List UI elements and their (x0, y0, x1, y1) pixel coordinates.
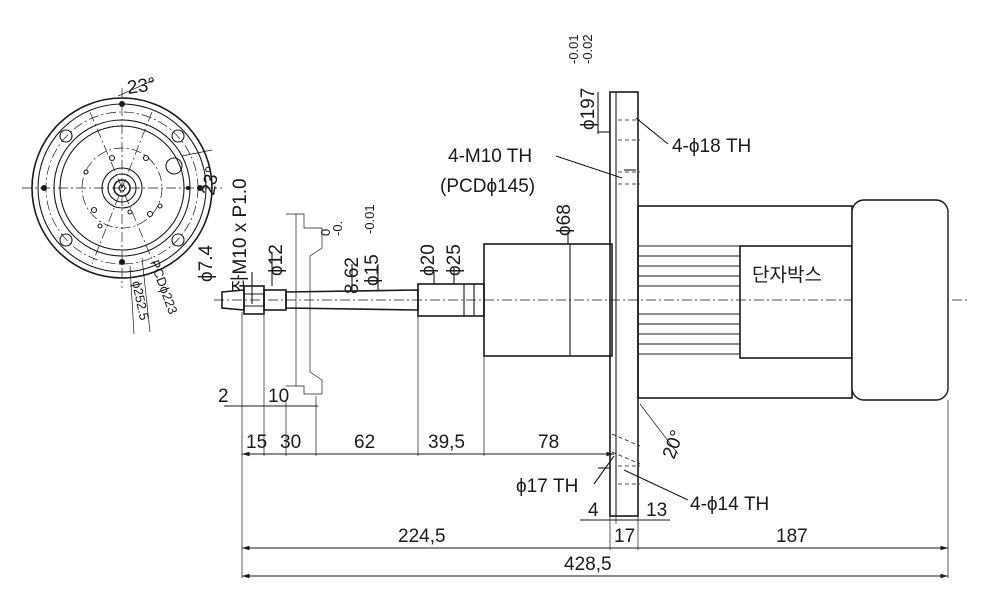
dim-2: 2 (218, 386, 229, 407)
dia-25: ϕ25 (444, 244, 465, 276)
dia-8-62-upper: 0 (318, 229, 333, 236)
dia-197-upper: -0.01 (566, 34, 581, 64)
dim-4: 4 (588, 500, 599, 521)
dia-15: ϕ15 (362, 254, 383, 286)
dia-12: ϕ12 (266, 244, 287, 276)
dim-15: 15 (246, 432, 267, 453)
dim-30: 30 (280, 432, 301, 453)
terminal-box-label: 단자박스 (752, 264, 822, 286)
front-view: 23° 23° PCDϕ223 ϕ252.5 (22, 74, 224, 335)
dim-10: 10 (268, 386, 289, 407)
dim-224-5: 224,5 (398, 526, 446, 547)
holes-top-label: 4-ϕ18 TH (672, 136, 751, 157)
motor-fins (638, 245, 740, 355)
front-angle-right: 23° (198, 165, 224, 197)
front-pcd-label: PCDϕ223 (147, 258, 180, 316)
callouts: 4-ϕ18 TH 4-M10 TH (PCDϕ145) ϕ17 TH 4-ϕ14… (440, 117, 769, 515)
dim-17: 17 (614, 526, 635, 547)
dia-20: ϕ20 (418, 244, 439, 276)
dim-13: 13 (646, 500, 667, 521)
flange-angle-label: 20° (659, 428, 689, 462)
diameter-labels: ϕ7.4 좌M10 x P1.0 ϕ12 8.62 0 -0. ϕ15 -0.0… (196, 34, 599, 304)
through-hole-label: ϕ17 TH (516, 476, 578, 497)
holes-bottom-label: 4-ϕ14 TH (690, 494, 769, 515)
dia-7-4: ϕ7.4 (196, 245, 217, 282)
side-view: 단자박스 (214, 91, 970, 517)
dim-78: 78 (538, 432, 559, 453)
thread-pcd-label: (PCDϕ145) (440, 176, 535, 197)
dim-62: 62 (354, 432, 375, 453)
dim-428-5: 428,5 (564, 554, 612, 575)
front-outer-dia-label: ϕ252.5 (129, 280, 152, 322)
thread-spec: 좌M10 x P1.0 (229, 178, 251, 292)
dia-197-lower: -0.02 (580, 34, 595, 64)
dia-197: ϕ197 (578, 88, 599, 130)
dia-15-tol: -0.01 (362, 204, 377, 234)
dia-68: ϕ68 (554, 204, 575, 236)
dia-8-62-lower: -0. (330, 221, 345, 236)
front-angle-top: 23° (126, 74, 157, 99)
dia-8-62: 8.62 (342, 257, 363, 294)
dim-39-5: 39,5 (428, 432, 465, 453)
thread-holes-label: 4-M10 TH (448, 146, 532, 167)
dimensions: 2 10 15 30 62 39,5 78 4 13 224,5 17 187 … (218, 312, 949, 579)
dim-187: 187 (776, 526, 808, 547)
